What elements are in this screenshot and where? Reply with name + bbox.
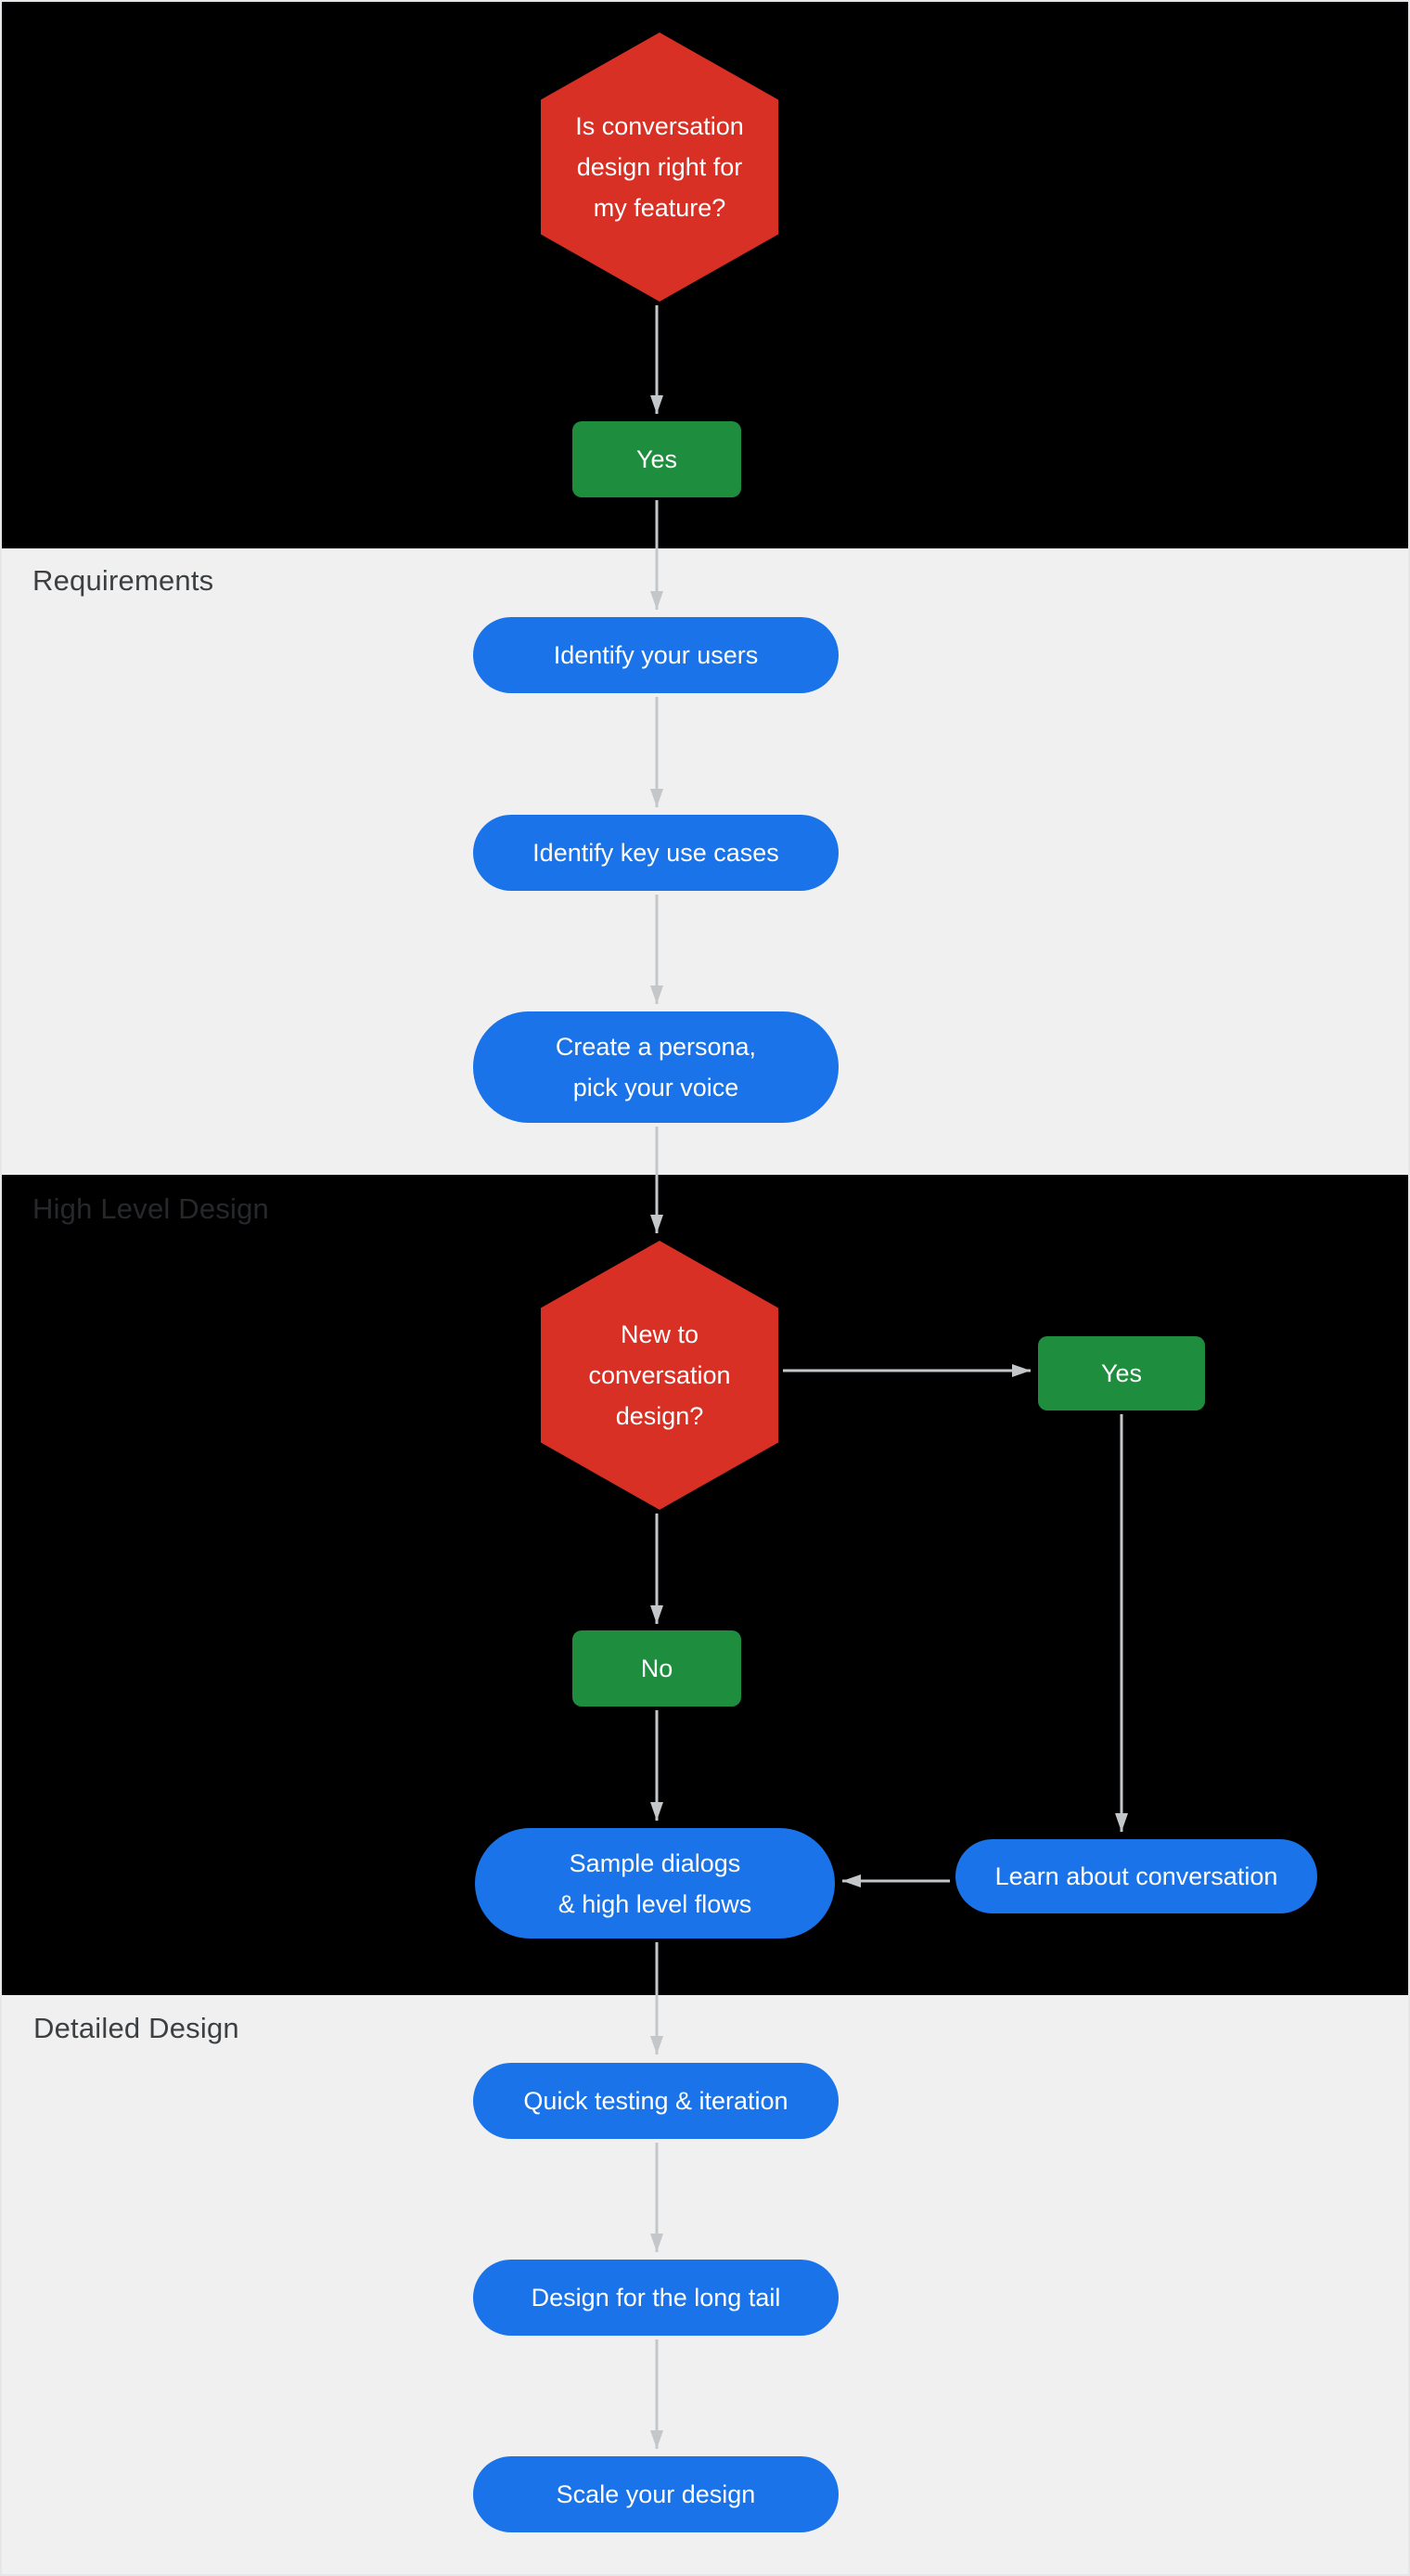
process-sample-dialogs-high-level-flows: Sample dialogs & high level flows [475, 1828, 835, 1938]
process-learn-about-conversation: Learn about conversation [955, 1839, 1317, 1913]
process-design-for-the-long-tail: Design for the long tail [473, 2260, 839, 2336]
answer-no: No [572, 1630, 741, 1707]
process-identify-key-use-cases: Identify key use cases [473, 815, 839, 891]
answer-yes-right: Yes [1038, 1336, 1205, 1410]
answer-yes-top: Yes [572, 421, 741, 497]
decision-is-conversation-design-right: Is conversation design right for my feat… [541, 32, 778, 302]
process-scale-your-design: Scale your design [473, 2456, 839, 2532]
process-quick-testing-iteration: Quick testing & iteration [473, 2063, 839, 2139]
section-label-high-level-design: High Level Design [32, 1192, 269, 1225]
process-create-persona-pick-voice: Create a persona, pick your voice [473, 1011, 839, 1123]
section-label-detailed-design: Detailed Design [33, 2012, 239, 2044]
section-label-requirements: Requirements [32, 564, 214, 597]
process-identify-your-users: Identify your users [473, 617, 839, 693]
decision-new-to-conversation-design: New to conversation design? [541, 1241, 778, 1510]
